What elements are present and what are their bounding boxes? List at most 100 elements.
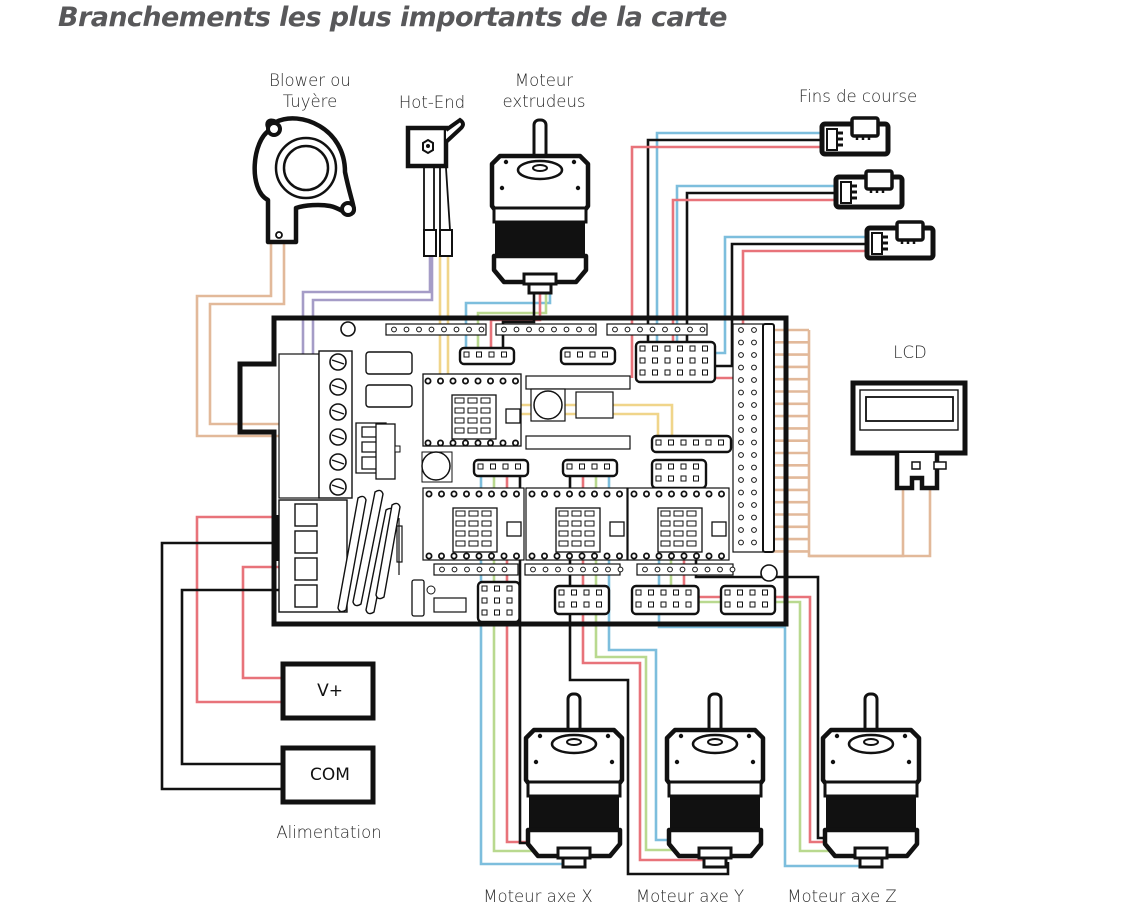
motor-y-label: Moteur axe Y — [635, 887, 745, 906]
heatsink-fin — [686, 530, 697, 537]
driver-pin — [566, 552, 574, 560]
potentiometer — [711, 521, 727, 537]
driver-pin — [462, 552, 470, 560]
connector-pin — [602, 351, 608, 358]
heatsink-fin — [686, 520, 697, 527]
connector-pin — [494, 609, 500, 616]
driver-pin — [705, 552, 713, 560]
driver-pin — [512, 377, 520, 385]
driver-pin — [655, 490, 663, 498]
header-pin — [441, 326, 447, 333]
wire-blower-2 — [208, 244, 322, 426]
connector-pin — [655, 439, 662, 446]
screw-slot — [331, 484, 345, 490]
heatsink-fin — [454, 427, 465, 434]
driver-pin — [486, 377, 494, 385]
header-pin — [704, 566, 711, 573]
header-pin — [501, 326, 507, 333]
connector-pin — [571, 601, 577, 608]
header-pin — [453, 326, 460, 333]
driver-pin — [450, 552, 458, 560]
potentiometer — [505, 408, 521, 424]
heatsink-fin — [455, 520, 466, 527]
connector-pin — [494, 585, 500, 592]
header-pin — [555, 566, 561, 573]
connector-pin — [660, 601, 667, 608]
driver-pin — [486, 439, 494, 447]
header-pin — [476, 566, 483, 573]
aux-pin — [738, 502, 744, 508]
hotend-label: Hot-End — [398, 93, 466, 112]
connector-pin — [668, 439, 674, 446]
header-pin — [513, 326, 520, 333]
potentiometer — [506, 521, 522, 537]
heatsink-fin — [454, 407, 465, 414]
connector-pin — [668, 463, 674, 470]
connector-pin — [502, 463, 509, 470]
driver-pin — [513, 490, 521, 498]
aux-pin — [738, 414, 744, 421]
driver-pin — [680, 490, 688, 498]
driver-e0 — [424, 377, 521, 447]
connector-pin — [664, 357, 671, 364]
connector-pin — [680, 475, 687, 482]
header-pin — [391, 326, 397, 333]
header-pin — [416, 326, 422, 333]
header-pin — [674, 326, 681, 333]
extruder-connector — [458, 346, 516, 366]
screw-slot — [331, 384, 345, 390]
driver-pin — [553, 490, 561, 498]
header-pin — [729, 566, 736, 573]
aux-pin — [751, 327, 757, 333]
heatsink-fin — [467, 407, 478, 414]
connector-pin — [476, 351, 482, 358]
heatsink-fin — [480, 397, 491, 404]
driver-pin — [616, 552, 624, 560]
connector-pin — [737, 601, 743, 608]
extruder-motor — [492, 120, 588, 293]
heatsink-fin — [584, 530, 595, 537]
header-pin — [428, 326, 435, 333]
connector-pin — [673, 589, 679, 596]
heatsink-fin — [686, 540, 697, 547]
driver-pin — [603, 552, 611, 560]
heatsink-fin — [455, 510, 466, 517]
aux-pin — [738, 489, 744, 496]
driver-pin — [499, 377, 507, 385]
header-pin — [642, 566, 648, 573]
connector-pin — [749, 589, 756, 596]
aux-pin — [738, 527, 744, 533]
aux-pin — [751, 439, 757, 446]
driver-z — [630, 490, 727, 560]
header-pin — [439, 566, 445, 573]
header-pin — [717, 566, 723, 573]
heatsink-fin — [480, 427, 491, 434]
driver-pin — [718, 552, 726, 560]
header-pin — [699, 326, 706, 333]
wire-endstop3-gnd — [712, 242, 881, 368]
driver-pin — [718, 490, 726, 498]
aux-pin — [751, 502, 757, 508]
power-label: Alimentation — [276, 823, 382, 842]
aux-pin — [738, 377, 744, 383]
aux-pin — [738, 452, 744, 458]
endstop-2 — [836, 171, 902, 207]
wire-blower-1 — [195, 244, 322, 438]
vplus-terminal — [280, 661, 376, 721]
connector-pin — [689, 369, 696, 376]
connector-pin — [477, 463, 484, 470]
screw-slot — [331, 359, 345, 365]
driver-pin — [655, 552, 663, 560]
driver-pin — [500, 552, 508, 560]
heatsink-fin — [558, 510, 569, 517]
heatsink-fin — [660, 540, 671, 547]
driver-pin — [528, 490, 536, 498]
aux-pin — [738, 339, 744, 346]
heatsink-fin — [481, 540, 492, 547]
connector-pin — [506, 585, 513, 592]
driver-pin — [705, 490, 713, 498]
connector-pin — [718, 439, 724, 446]
heatsink-fin — [480, 407, 491, 414]
y-jumpers — [553, 584, 611, 616]
